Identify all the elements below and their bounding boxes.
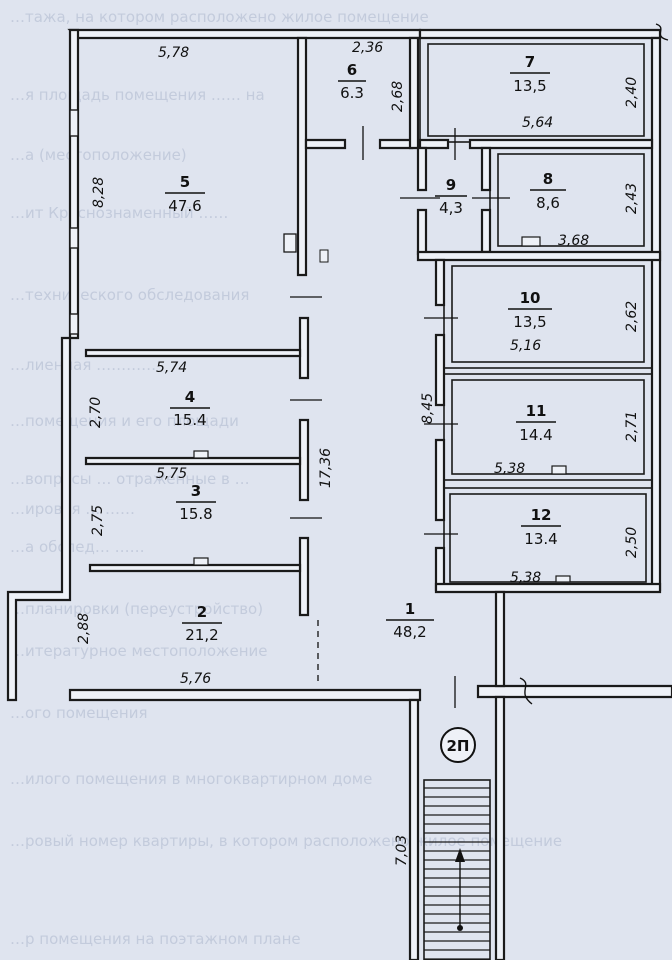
dim-2-40: 2,40: [624, 77, 640, 108]
bg-line: …а обслед… ……: [10, 538, 145, 556]
room-7-number: 7: [525, 53, 535, 71]
bg-line: …лиенная …………: [10, 356, 157, 374]
dim-2-36: 2,36: [352, 40, 383, 56]
dim-5-64: 5,64: [522, 115, 553, 131]
dim-8-45: 8,45: [420, 393, 436, 424]
door-marks: [290, 126, 510, 708]
room-9-area: 4,3: [439, 199, 463, 217]
bg-line: …тажа, на котором расположено жилое поме…: [10, 8, 429, 26]
bg-line: …планировки (переустройство): [10, 600, 264, 618]
room-7-area: 13,5: [513, 77, 546, 95]
dim-2-68: 2,68: [390, 81, 406, 112]
dim-2-50: 2,50: [624, 527, 640, 558]
room-9-number: 9: [446, 176, 456, 194]
room-12-area: 13.4: [524, 530, 557, 548]
dim-2-75: 2,75: [90, 505, 106, 536]
dim-5-38-b: 5,38: [510, 570, 541, 586]
bg-line: …итературное местоположение: [10, 642, 268, 660]
room-2-area: 21,2: [185, 626, 218, 644]
dim-2-70: 2,70: [88, 397, 104, 428]
dim-2-62: 2,62: [624, 301, 640, 332]
room-10-number: 10: [520, 289, 541, 307]
room-1-number: 1: [405, 600, 415, 618]
inner-walls-left: [84, 36, 329, 617]
staircase: 2П: [408, 695, 506, 960]
room-3-area: 15.8: [179, 505, 212, 523]
dim-2-71: 2,71: [624, 411, 640, 442]
left-windows: [69, 109, 79, 335]
dim-5-78: 5,78: [158, 45, 189, 61]
room-11-area: 14.4: [519, 426, 552, 444]
dim-5-75: 5,75: [156, 466, 187, 482]
room-1-area: 48,2: [393, 623, 426, 641]
room-8-number: 8: [543, 170, 553, 188]
room-labels: 5 47.6 6 6.3 7 13,5 8 8,6 9 4,3 10 13,5 …: [165, 53, 566, 644]
room-11-number: 11: [526, 402, 547, 420]
room-10-area: 13,5: [513, 313, 546, 331]
dim-2-43: 2,43: [624, 183, 640, 214]
bg-line: …ого помещения: [10, 704, 148, 722]
room-8-area: 8,6: [536, 194, 560, 212]
room-3-number: 3: [191, 482, 201, 500]
room-12-number: 12: [531, 506, 552, 524]
room-6-number: 6: [347, 61, 357, 79]
dim-5-76: 5,76: [180, 671, 211, 687]
room-5-area: 47.6: [168, 197, 201, 215]
dim-5-38-a: 5,38: [494, 461, 525, 477]
bg-line: …илого помещения в многоквартирном доме: [10, 770, 373, 788]
bg-line: …ировая … ……: [10, 500, 136, 518]
dim-5-74: 5,74: [156, 360, 187, 376]
room-5-number: 5: [180, 173, 190, 191]
bg-line: …р помещения на поэтажном плане: [10, 930, 301, 948]
dim-17-36: 17,36: [318, 448, 334, 488]
inner-walls-right: [416, 37, 662, 688]
room-2-number: 2: [197, 603, 207, 621]
dim-5-16: 5,16: [510, 338, 541, 354]
bg-line: …а (местоположение): [10, 146, 187, 164]
room-6-area: 6.3: [340, 84, 364, 102]
dim-7-03: 7,03: [394, 835, 410, 866]
outer-walls: [6, 28, 672, 702]
stair-label: 2П: [447, 737, 470, 755]
dim-2-88: 2,88: [76, 613, 92, 644]
room-4-number: 4: [185, 388, 195, 406]
dim-3-68: 3,68: [558, 233, 589, 249]
break-marks: [519, 23, 669, 705]
dim-8-28: 8,28: [91, 177, 107, 208]
dimension-labels: 5,78 2,36 2,68 2,40 5,64 8,28 2,43 3,68 …: [76, 40, 640, 866]
bg-line: …ит Краснознаменный ……: [10, 204, 229, 222]
room-4-area: 15.4: [173, 411, 206, 429]
